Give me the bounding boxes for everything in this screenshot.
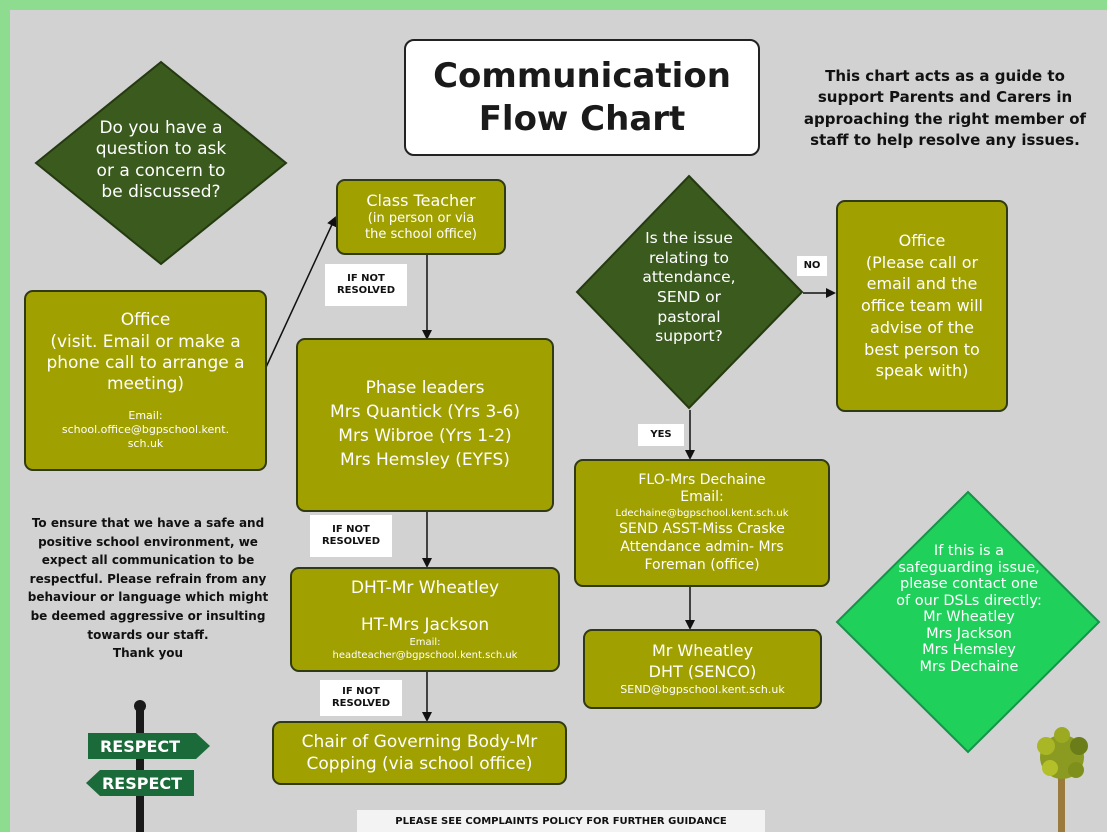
office-left-heading: Office (visit. Email or make a phone cal… [46, 310, 245, 395]
respect-statement: To ensure that we have a safe and positi… [27, 516, 269, 661]
phase-leaders-names: Mrs Quantick (Yrs 3-6) Mrs Wibroe (Yrs 1… [330, 402, 520, 470]
issue-diamond-text: Is the issue relating to attendance, SEN… [642, 229, 736, 346]
flo-email: Ldechaine@bgpschool.kent.sch.uk [615, 507, 789, 519]
if-not-resolved-tag-2: IF NOT RESOLVED [310, 515, 392, 557]
phase-leaders-box: Phase leaders Mrs Quantick (Yrs 3-6) Mrs… [296, 338, 554, 512]
complaints-policy-footer: PLEASE SEE COMPLAINTS POLICY FOR FURTHER… [357, 810, 765, 832]
intro-text: This chart acts as a guide to support Pa… [803, 67, 1087, 149]
dht-email-label: Email: [409, 636, 441, 648]
flo-line2: Email: [680, 489, 724, 506]
office-left-email: school.office@bgpschool.kent. sch.uk [61, 423, 230, 450]
respect-signpost: RESPECT RESPECT [86, 700, 210, 832]
dht-email: headteacher@bgpschool.kent.sch.uk [332, 649, 518, 661]
flo-rest: SEND ASST-Miss Craske Attendance admin- … [619, 520, 785, 574]
dht-line1: DHT-Mr Wheatley [350, 578, 500, 599]
office-left-box: Office (visit. Email or make a phone cal… [24, 290, 267, 471]
chair-box: Chair of Governing Body-Mr Copping (via … [272, 721, 567, 785]
issue-diamond [575, 174, 804, 410]
safeguarding-diamond [835, 490, 1101, 754]
dht-box: DHT-Mr Wheatley HT-Mrs Jackson Email: he… [290, 567, 560, 672]
yes-tag: YES [638, 424, 684, 446]
senco-email: SEND@bgpschool.kent.sch.uk [620, 682, 785, 696]
signpost-bottom-label: RESPECT [102, 774, 182, 793]
senco-line1: Mr Wheatley DHT (SENCO) [648, 641, 757, 681]
if-not-resolved-tag-3: IF NOT RESOLVED [320, 680, 402, 716]
arrow-office-to-class-teacher [261, 216, 337, 377]
class-teacher-detail: (in person or via the school office) [364, 210, 478, 242]
office-right-text: Office (Please call or email and the off… [861, 230, 983, 381]
tree-logo-icon [1037, 727, 1088, 832]
office-right-box: Office (Please call or email and the off… [836, 200, 1008, 412]
dht-line2: HT-Mrs Jackson [360, 614, 490, 635]
no-tag: NO [797, 256, 827, 276]
safeguarding-diamond-text: If this is a safeguarding issue, please … [896, 543, 1042, 675]
question-diamond-text: Do you have a question to ask or a conce… [95, 118, 227, 202]
class-teacher-box: Class Teacher (in person or via the scho… [336, 179, 506, 255]
flo-box: FLO-Mrs Dechaine Email: Ldechaine@bgpsch… [574, 459, 830, 587]
signpost-top-label: RESPECT [100, 737, 180, 756]
class-teacher-heading: Class Teacher [366, 190, 476, 210]
office-left-email-label: Email: [128, 409, 163, 423]
flo-line1: FLO-Mrs Dechaine [638, 471, 766, 488]
question-diamond [34, 60, 288, 266]
phase-leaders-heading: Phase leaders [365, 378, 485, 399]
page-title: Communication Flow Chart [404, 39, 760, 156]
if-not-resolved-tag-1: IF NOT RESOLVED [325, 264, 407, 306]
chair-text: Chair of Governing Body-Mr Copping (via … [301, 731, 538, 774]
senco-box: Mr Wheatley DHT (SENCO) SEND@bgpschool.k… [583, 629, 822, 709]
